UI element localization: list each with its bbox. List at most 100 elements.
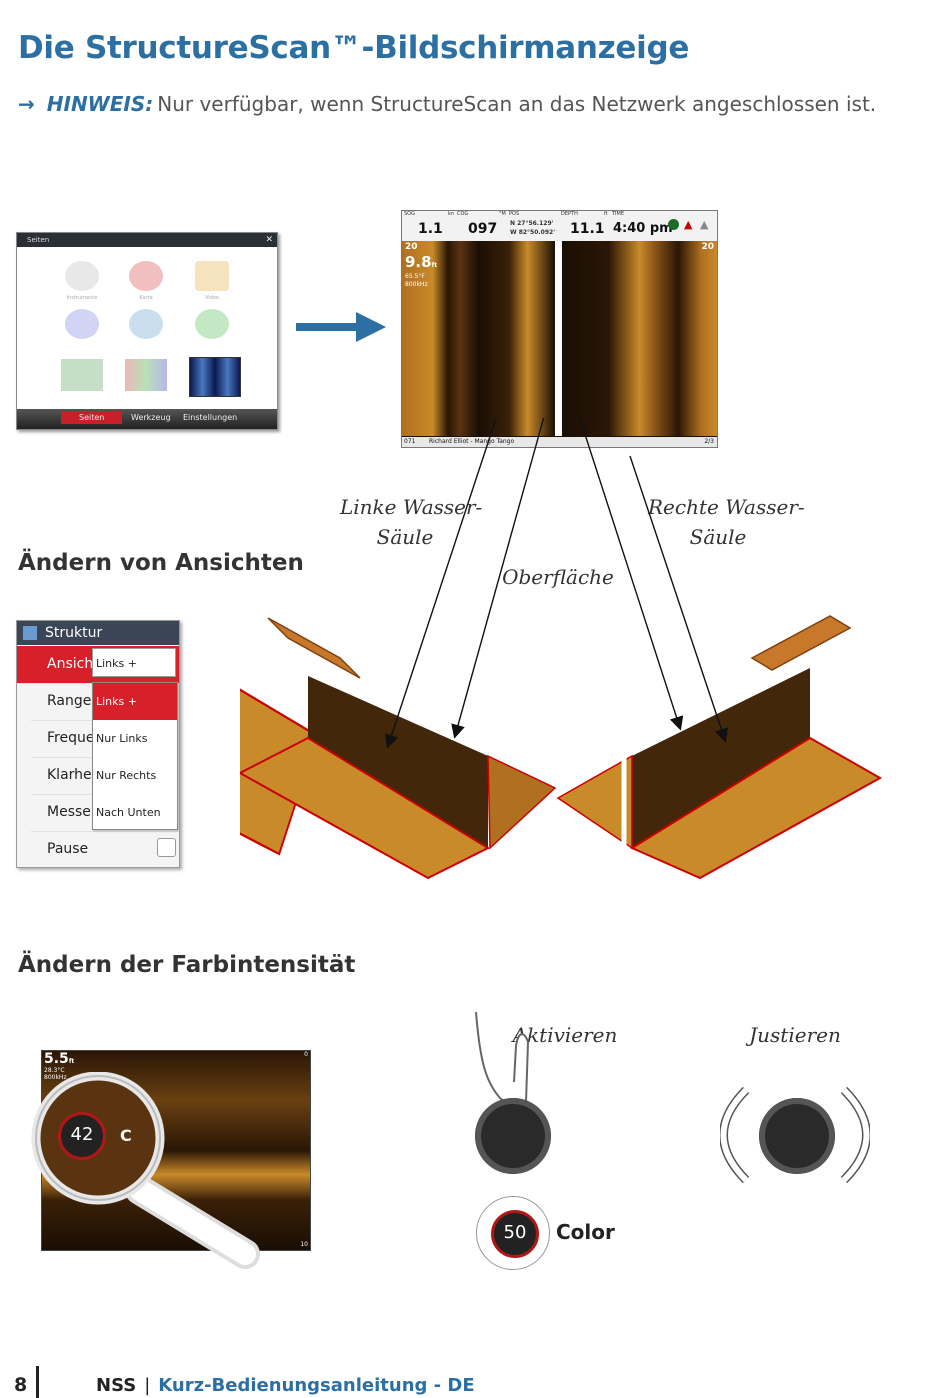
left-channel bbox=[402, 241, 555, 436]
view-combo[interactable]: Links + Rechts▾ bbox=[92, 648, 176, 699]
menu-title-bar: Seiten ✕ bbox=[17, 233, 277, 247]
depth-readout: 9.8ft bbox=[405, 253, 437, 271]
note-text: Nur verfügbar, wenn StructureScan an das… bbox=[157, 92, 877, 116]
app-label: Instrumente bbox=[66, 295, 98, 301]
struktur-icon bbox=[23, 626, 37, 640]
cog-label: COG bbox=[457, 211, 469, 217]
depth-readout-unit: ft bbox=[431, 262, 438, 269]
intensity-value: 42 bbox=[70, 1124, 94, 1145]
intensity-dial[interactable] bbox=[58, 1112, 106, 1160]
mag-freq: 800kHz bbox=[44, 1074, 67, 1081]
color-label: Color bbox=[556, 1220, 615, 1244]
pos-w: W 82°50.092' bbox=[510, 229, 556, 236]
video-app-icon[interactable] bbox=[195, 261, 229, 291]
transition-arrow bbox=[296, 312, 386, 342]
radar-app-icon[interactable] bbox=[129, 309, 163, 339]
pos-n: N 27°56.129' bbox=[510, 220, 554, 227]
menu-title: Seiten bbox=[27, 236, 50, 244]
depth-value: 11.1 bbox=[570, 221, 605, 237]
intensity-letter: C bbox=[120, 1126, 132, 1145]
track-index: 2/3 bbox=[704, 438, 714, 445]
pause-checkbox[interactable] bbox=[157, 838, 176, 857]
depth-number: 9.8 bbox=[405, 253, 432, 271]
note: → HINWEIS:Nur verfügbar, wenn StructureSc… bbox=[18, 92, 876, 116]
tab-settings[interactable]: Einstellungen bbox=[183, 413, 238, 422]
note-label: HINWEIS: bbox=[46, 92, 154, 116]
track-number: 071 bbox=[404, 438, 416, 445]
rotary-knob-turn[interactable] bbox=[759, 1098, 835, 1174]
depth-unit: ft bbox=[604, 211, 608, 217]
chart-app-icon[interactable] bbox=[129, 261, 163, 291]
gauge-app-icon[interactable] bbox=[61, 359, 103, 391]
right-channel bbox=[562, 241, 717, 436]
menu-row-pause[interactable]: Pause bbox=[47, 841, 89, 857]
scale-bottom: 10 bbox=[300, 1241, 308, 1248]
pointer-surface-right bbox=[578, 418, 684, 731]
mag-depth: 5.5ft bbox=[44, 1051, 74, 1067]
menu-tab-bar: Seiten Werkzeug Einstellungen bbox=[17, 409, 277, 429]
page-number-divider bbox=[36, 1366, 39, 1398]
time-label: TIME bbox=[612, 211, 625, 217]
caption-right-line1: Rechte Wasser- bbox=[648, 495, 805, 519]
option-down[interactable]: Nach Unten bbox=[96, 806, 161, 819]
structurescan-screenshot: SOG kn 1.1 COG °M 097 POS N 27°56.129' W… bbox=[401, 210, 718, 448]
water-temp: 65.5°F bbox=[405, 273, 425, 280]
page-title: Die StructureScan™-Bildschirmanzeige bbox=[18, 30, 690, 66]
mag-temp: 28.3°C bbox=[44, 1067, 65, 1074]
range-right: 20 bbox=[701, 242, 714, 252]
instruments-app-icon[interactable] bbox=[65, 261, 99, 291]
caption-left-line1: Linke Wasser- bbox=[340, 495, 483, 519]
tab-pages[interactable]: Seiten bbox=[61, 411, 123, 424]
surface-line bbox=[555, 241, 562, 436]
app-label: Karte bbox=[139, 295, 153, 301]
mag-depth-unit: ft bbox=[68, 1058, 75, 1065]
sonar-footer: 071 Richard Elliot - Mango Tango 2/3 bbox=[402, 437, 717, 447]
caption-activate: Aktivieren bbox=[512, 1023, 618, 1047]
rotary-knob-press[interactable] bbox=[475, 1098, 551, 1174]
caption-adjust: Justieren bbox=[749, 1023, 841, 1047]
caption-surface: Oberfläche bbox=[502, 565, 614, 589]
info-app-icon[interactable] bbox=[65, 309, 99, 339]
right-panel bbox=[556, 615, 883, 880]
close-icon[interactable]: ✕ bbox=[265, 235, 273, 245]
view-dropdown: Links + Rechts Nur Links Nur Rechts Nach… bbox=[92, 682, 178, 830]
arrow-right-icon: → bbox=[18, 92, 35, 116]
color-dial[interactable] bbox=[491, 1210, 539, 1258]
range-left: 20 bbox=[405, 242, 418, 252]
color-value: 50 bbox=[503, 1222, 527, 1243]
frequency: 800kHz bbox=[405, 281, 428, 288]
section-heading-views: Ändern von Ansichten bbox=[18, 550, 304, 576]
section-heading-color: Ändern der Farbintensität bbox=[18, 952, 356, 978]
left-panel bbox=[240, 617, 557, 880]
time-value: 4:40 pm bbox=[613, 221, 673, 236]
sog-unit: kn bbox=[448, 211, 455, 217]
gps-status-icon bbox=[668, 219, 679, 230]
option-left-right[interactable]: Links + Rechts bbox=[93, 683, 177, 745]
caption-right-column: Rechte Wasser-Säule bbox=[648, 492, 805, 552]
option-right-only[interactable]: Nur Rechts bbox=[96, 769, 157, 782]
menu-row-measure[interactable]: Messen. bbox=[31, 794, 179, 832]
depth-label: DEPTH bbox=[561, 211, 578, 217]
data-bar: SOG kn 1.1 COG °M 097 POS N 27°56.129' W… bbox=[402, 211, 717, 242]
tab-tools[interactable]: Werkzeug bbox=[131, 413, 171, 422]
page-number: 8 bbox=[14, 1374, 28, 1396]
sog-value: 1.1 bbox=[418, 221, 443, 237]
page-footer: NSS|Kurz-Bedienungsanleitung - DE bbox=[96, 1375, 475, 1396]
scale-top: 0 bbox=[304, 1051, 308, 1058]
pointer-right-column bbox=[629, 455, 729, 743]
rotate-arrows-icon bbox=[720, 1086, 870, 1184]
pointer-left-column bbox=[384, 418, 497, 749]
track-title: Richard Elliot - Mango Tango bbox=[429, 438, 515, 445]
water-column-illustration bbox=[240, 418, 883, 880]
struktur-title-text: Struktur bbox=[45, 625, 103, 641]
option-left-only[interactable]: Nur Links bbox=[96, 732, 148, 745]
combo-app-icon[interactable] bbox=[125, 359, 167, 391]
magnifier-icon bbox=[31, 1072, 260, 1269]
caption-left-column: Linke Wasser-Säule bbox=[340, 492, 483, 552]
sonar-app-icon[interactable] bbox=[195, 309, 229, 339]
pages-menu-screenshot: Seiten✕ Instrumente Karte Video Seiten W… bbox=[16, 232, 278, 430]
footer-product: NSS bbox=[96, 1375, 137, 1396]
structurescan-app-icon[interactable] bbox=[189, 357, 241, 397]
mag-depth-value: 5.5 bbox=[44, 1051, 69, 1067]
struktur-title: Struktur bbox=[17, 621, 179, 645]
